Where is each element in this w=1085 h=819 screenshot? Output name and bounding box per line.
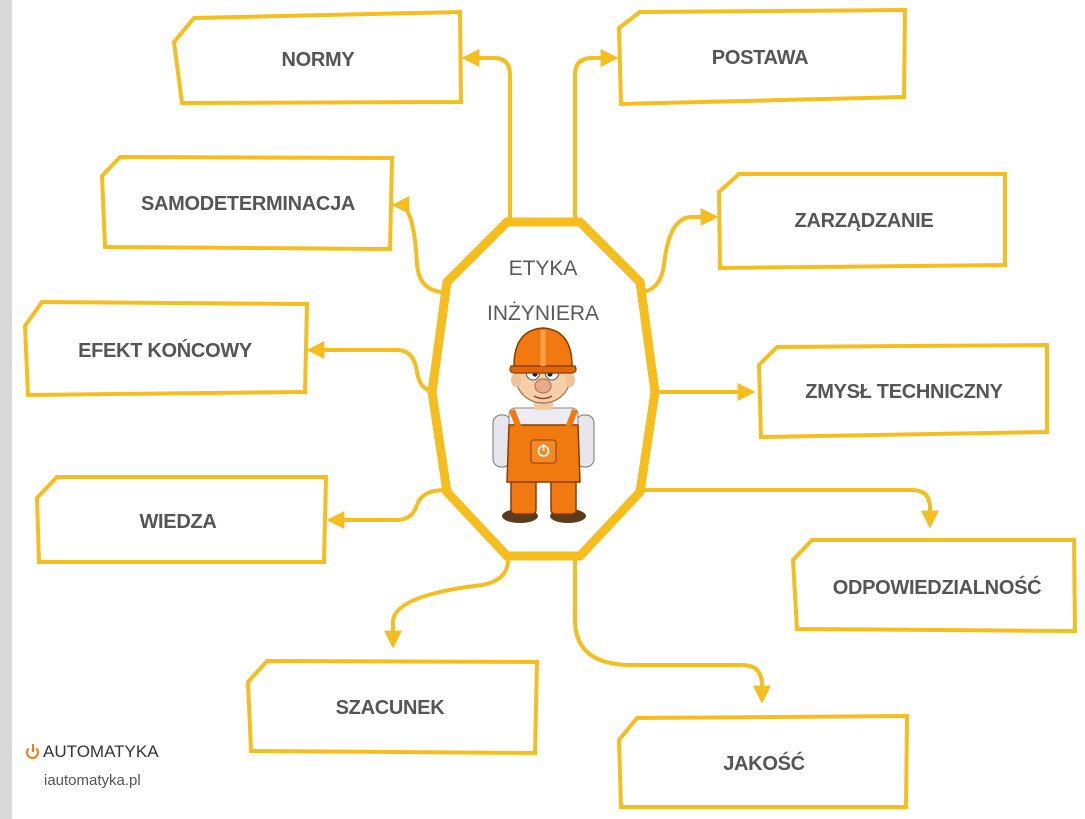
box-postawa — [616, 7, 908, 107]
brand-logo[interactable]: AUTOMATYKA iautomatyka.pl — [26, 742, 159, 789]
connector-normy — [461, 49, 512, 225]
box-normy — [171, 9, 464, 106]
connector-odpowiedzialnosc — [640, 488, 939, 529]
label-zarzadzanie: ZARZĄDZANIE — [795, 210, 934, 232]
box-odpowiedzialnosc — [790, 538, 1078, 634]
brand-url: iautomatyka.pl — [44, 772, 141, 789]
connector-wiedza — [326, 488, 446, 529]
connector-samodeterminacja — [391, 196, 446, 294]
box-wiedza — [34, 475, 329, 564]
box-zmysl — [756, 342, 1049, 440]
connector-zarzadzanie — [638, 208, 719, 294]
label-wiedza: WIEDZA — [139, 511, 216, 533]
label-szacunek: SZACUNEK — [336, 697, 446, 719]
center-title-line2: INŻYNIERA — [487, 302, 599, 325]
connector-efekt — [306, 341, 433, 392]
label-jakosc: JAKOŚĆ — [723, 751, 805, 775]
label-normy: NORMY — [282, 49, 356, 71]
engineer-illustration — [492, 327, 595, 523]
box-efekt — [22, 299, 310, 398]
label-zmysl: ZMYSŁ TECHNICZNY — [805, 381, 1003, 403]
box-samodeterminacja — [99, 154, 395, 252]
label-samodeterminacja: SAMODETERMINACJA — [141, 193, 355, 215]
label-postawa: POSTAWA — [712, 47, 808, 69]
power-icon — [26, 743, 39, 759]
label-efekt: EFEKT KOŃCOWY — [78, 339, 253, 362]
brand-name: AUTOMATYKA — [43, 742, 159, 761]
box-jakosc — [616, 713, 910, 809]
canvas: NORMY POSTAWA SAMODETERMINACJA ZARZĄDZAN… — [12, 0, 1085, 819]
box-zarzadzanie — [716, 172, 1007, 271]
label-odpowiedzialnosc: ODPOWIEDZIALNOŚĆ — [833, 575, 1042, 599]
center-title-line1: ETYKA — [509, 257, 578, 280]
box-szacunek — [245, 658, 540, 756]
mind-map: NORMY POSTAWA SAMODETERMINACJA ZARZĄDZAN… — [22, 7, 1078, 809]
connector-szacunek — [384, 559, 510, 649]
connectors — [306, 49, 939, 704]
connector-postawa — [573, 49, 619, 225]
connector-jakosc — [573, 560, 771, 704]
